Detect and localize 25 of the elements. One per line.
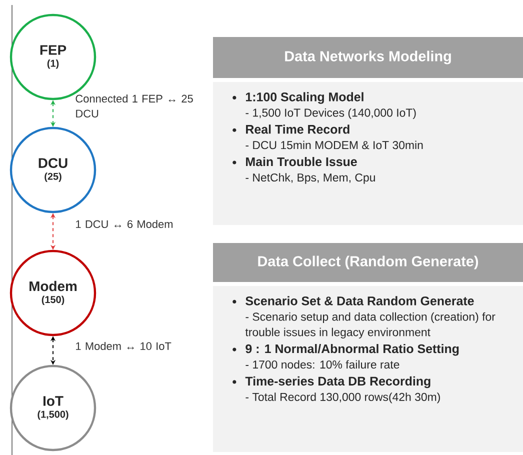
node-label: Scenario Set & Data Random Generate [246, 296, 474, 306]
node-label: - 1700 nodes: 10% failure rate [246, 360, 400, 369]
bullet-list: 1:100 Scaling Model - 1,500 IoT Devices (140,000 IoT) Real Time Record - DCU 15min MODEM & IoT 30min Main Trouble Issue - NetChk, Bps, Mem, Cpu [232, 92, 423, 184]
node-label: - 1,500 IoT Devices (140,000 IoT) [246, 108, 416, 120]
node-label: (1,500) [38, 410, 68, 420]
circle-node: Modem (150) [10, 250, 96, 336]
panel-body [213, 286, 523, 452]
panel-header: Data Collect (Random Generate) [213, 243, 523, 282]
edge-label: 1 DCU ↔ 6 Modem [76, 220, 172, 228]
node-label: IoT [43, 396, 64, 406]
circle-node: IoT (1,500) [10, 364, 96, 452]
node-label: Time-series Data DB Recording [245, 376, 430, 388]
node-label: Real Time Record [246, 124, 350, 134]
edge-label: 1 Modem ↔ 10 IoT [76, 342, 172, 350]
panel-header: Data Networks Modeling [213, 37, 523, 78]
panel-body [213, 82, 523, 225]
node-label: 9 : 1 Normal/Abnormal Ratio Setting [246, 344, 459, 356]
node-label: 1:100 Scaling Model [246, 92, 364, 104]
node-label: - DCU 15min MODEM & IoT 30min [246, 140, 423, 150]
circle-node: DCU (25) [10, 126, 96, 214]
node-label: - Scenario setup and data collection (creation) for trouble issues in legacy environment [245, 312, 496, 338]
node-label: - NetChk, Bps, Mem, Cpu [246, 173, 375, 184]
node-label: - Total Record 130,000 rows(42h 30m) [246, 392, 440, 404]
bullet-list: Scenario Set & Data Random Generate - Scenario setup and data collection (creation) for trouble issues in legacy environment 9 : 1 Normal/Abnormal Ratio Setting - 1700 nodes: 10% failure rate Time-series Data DB Recording - Total Record 130,000 rows(42h 30m) [232, 296, 496, 404]
node-label: Main Trouble Issue [246, 156, 357, 166]
